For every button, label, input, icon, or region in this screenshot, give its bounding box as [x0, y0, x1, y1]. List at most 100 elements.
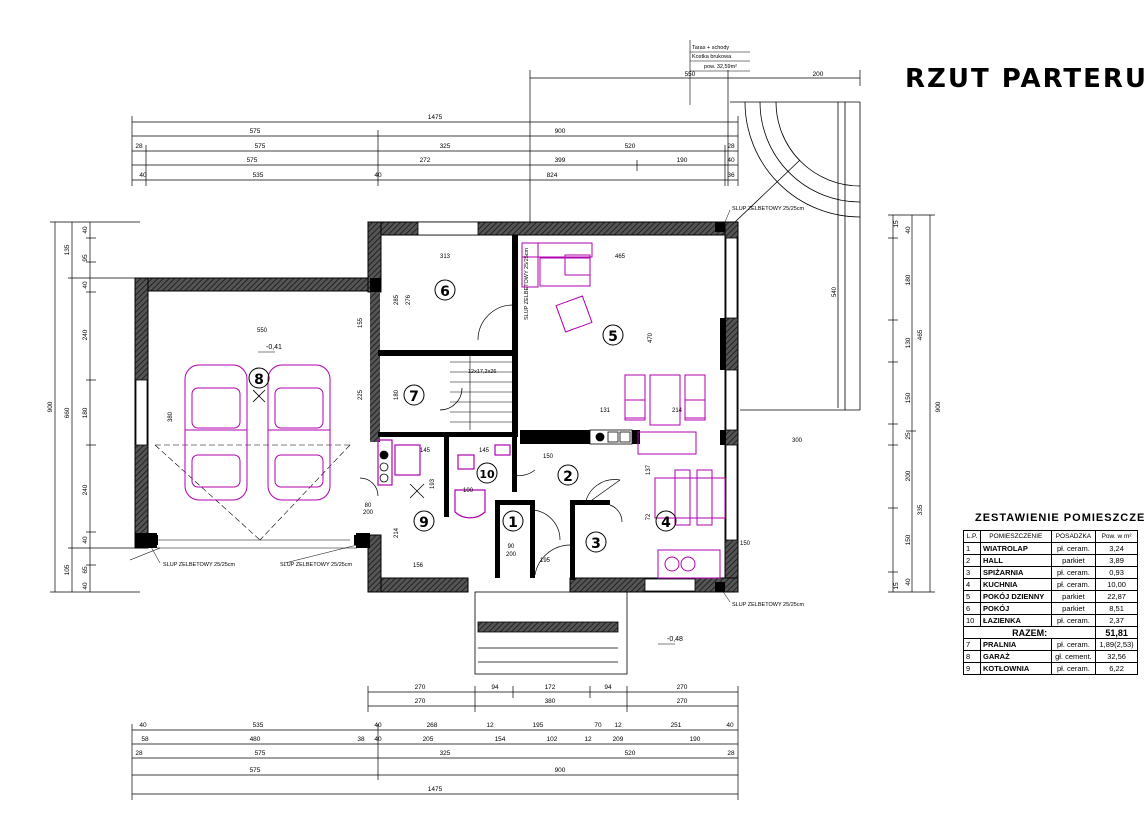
dim-text: 90 — [508, 544, 515, 550]
table-cell: 3 — [963, 566, 981, 579]
dim-text: 900 — [555, 767, 566, 774]
dim-text: 520 — [625, 750, 636, 757]
table-row: 6 POKÓJ parkiet 8,51 — [963, 602, 1138, 615]
table-cell: POKÓJ DZIENNY — [980, 590, 1052, 603]
dim-text: 40 — [374, 736, 382, 743]
dim-text: 270 — [415, 684, 426, 691]
table-title: ZESTAWIENIE POMIESZCZEN — [975, 512, 1145, 524]
dim-text: 535 — [253, 172, 264, 179]
right-dimension-text: 900 465 335 15 40 180 130 150 25 200 150… — [893, 220, 942, 590]
table-cell: GARAŻ — [980, 650, 1052, 663]
dim-text: 470 — [648, 332, 654, 343]
dim-text: 190 — [677, 157, 688, 164]
table-cell: SPIŻARNIA — [980, 566, 1052, 579]
terrace-note-line3: pow. 32,59m² — [704, 64, 737, 70]
dim-text: 65 — [82, 566, 89, 574]
dim-text: 465 — [917, 329, 924, 340]
room-marker-10: 10 — [476, 462, 498, 484]
columns — [148, 222, 725, 592]
table-cell: KUCHNIA — [980, 578, 1052, 591]
dim-text: 150 — [740, 541, 751, 547]
table-cell: 2 — [963, 554, 981, 567]
dim-text: 824 — [547, 172, 558, 179]
dim-text: 535 — [253, 722, 264, 729]
dim-text: 38 — [357, 736, 365, 743]
table-cell: pł. ceram. — [1050, 578, 1097, 591]
dim-text: 575 — [250, 128, 261, 135]
room-number: 9 — [419, 515, 429, 531]
dim-text: 58 — [141, 736, 149, 743]
terrace-arcs — [730, 101, 861, 411]
left-dimensions — [50, 221, 140, 593]
dim-text: 95 — [82, 254, 89, 262]
dim-text: 131 — [600, 408, 611, 414]
dim-text: 40 — [82, 226, 89, 234]
room-number: 8 — [254, 372, 264, 388]
room-marker-5: 5 — [602, 324, 624, 346]
rooms-table: L.P. POMIESZCZENIE POSADZKA Pow. w m² 1 … — [962, 530, 1138, 675]
dim-text: 172 — [545, 684, 556, 691]
room-number: 6 — [440, 284, 450, 300]
room-number: 4 — [661, 515, 671, 531]
room-marker-4: 4 — [655, 510, 677, 532]
table-row: 4 KUCHNIA pł. ceram. 10,00 — [963, 578, 1138, 591]
table-cell: parkiet — [1050, 590, 1097, 603]
table-row: 5 POKÓJ DZIENNY parkiet 22,87 — [963, 590, 1138, 603]
car-right — [267, 364, 331, 501]
stairs — [450, 356, 512, 430]
table-cell: 10,00 — [1095, 578, 1138, 591]
car-left — [184, 364, 248, 501]
dim-text: 28 — [727, 750, 735, 757]
dim-text: 94 — [491, 684, 499, 691]
stove — [589, 429, 633, 445]
table-cell: pł. ceram. — [1050, 566, 1097, 579]
table-cell: parkiet — [1050, 554, 1097, 567]
table-cell: WIATROLAP — [980, 542, 1052, 555]
room-marker-8: 8 — [248, 367, 270, 389]
living-furniture — [521, 242, 706, 426]
annotations: SLUP ZELBETOWY 25/25cm SLUP ZELBETOWY 25… — [149, 206, 805, 645]
dim-text: 40 — [374, 722, 382, 729]
dim-text: 154 — [495, 736, 506, 743]
dim-text: 135 — [64, 244, 71, 255]
column-label-se: SLUP ZELBETOWY 25/25cm — [732, 602, 805, 608]
room-numbers: 6 5 7 8 10 2 1 9 — [248, 279, 677, 553]
table-cell: pł. ceram. — [1050, 638, 1097, 651]
dim-text: 200 — [506, 552, 517, 558]
dim-text: 209 — [613, 736, 624, 743]
dim-text: 15 — [893, 220, 900, 228]
table-cell: gł. cement. — [1050, 650, 1097, 663]
table-cell: 22,87 — [1095, 590, 1138, 603]
table-row: 1 WIATROLAP pł. ceram. 3,24 — [963, 542, 1138, 555]
dim-text: 28 — [135, 143, 143, 150]
room-marker-2: 2 — [557, 464, 579, 486]
table-row: 8 GARAŻ gł. cement. 32,56 — [963, 650, 1138, 663]
dim-text: 200 — [905, 470, 912, 481]
dim-text: 270 — [415, 698, 426, 705]
garage — [129, 444, 357, 561]
stairs-spec: 12x17,2x26 — [468, 369, 496, 375]
dim-text: 156 — [413, 563, 424, 569]
dim-text: 313 — [440, 254, 451, 260]
bath-fixtures — [377, 439, 511, 519]
dim-text: 193 — [430, 478, 436, 489]
dim-text: 575 — [250, 767, 261, 774]
dim-text: 40 — [139, 172, 147, 179]
dim-text: 270 — [677, 684, 688, 691]
level-entry: -0,48 — [667, 636, 683, 643]
dim-text: 145 — [420, 448, 431, 454]
dim-text: 150 — [905, 534, 912, 545]
table-header: POSADZKA — [1050, 530, 1097, 543]
terrace-note: Taras + schody Kostka brukowa pow. 32,59… — [689, 40, 750, 105]
dim-text: 205 — [423, 736, 434, 743]
dim-text: 40 — [82, 281, 89, 289]
dim-text: 240 — [82, 329, 89, 340]
table-cell: 7 — [963, 638, 981, 651]
dim-text: 195 — [533, 722, 544, 729]
entrance-steps — [474, 591, 628, 675]
dim-text: 575 — [247, 157, 258, 164]
dim-text: 276 — [406, 294, 412, 305]
dim-text: 155 — [358, 317, 364, 328]
table-sum-row: RAZEM: 51,81 — [962, 626, 1138, 639]
table-cell: 0,93 — [1095, 566, 1138, 579]
